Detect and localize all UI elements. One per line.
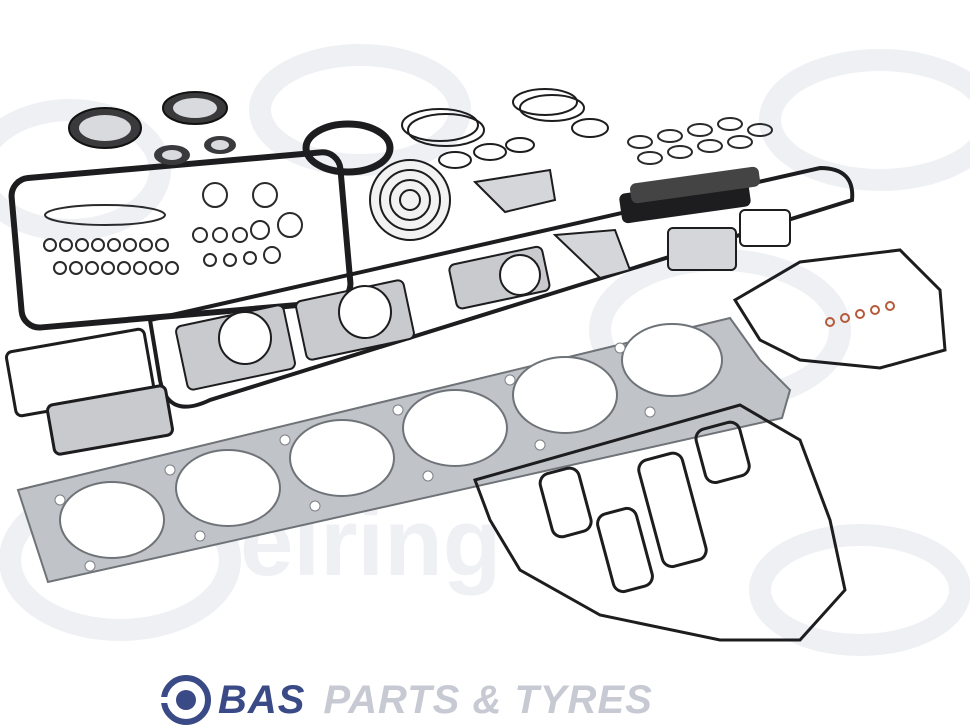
timing-cover-gasket — [473, 403, 847, 642]
brand-name-primary: BAS — [218, 678, 306, 722]
flange-gaskets — [175, 159, 791, 391]
oil-cooler-orings — [825, 301, 895, 327]
oil-pan-gasket — [8, 149, 354, 331]
small-seals-top-right — [627, 117, 773, 165]
oil-cooler-gasket — [732, 248, 947, 370]
brand-name-secondary: PARTS & TYRES — [323, 678, 653, 722]
crankshaft-seals — [68, 91, 236, 165]
bas-circle-mark-icon — [160, 675, 211, 725]
timing-cover-inner-gaskets — [538, 420, 751, 594]
large-o-rings — [302, 88, 609, 176]
stacked-black-gaskets — [619, 166, 760, 224]
brand-logo: BAS PARTS & TYRES — [160, 672, 840, 728]
head-gasket — [16, 316, 792, 584]
small-seals-grid — [43, 182, 303, 275]
left-small-gaskets — [4, 327, 174, 456]
